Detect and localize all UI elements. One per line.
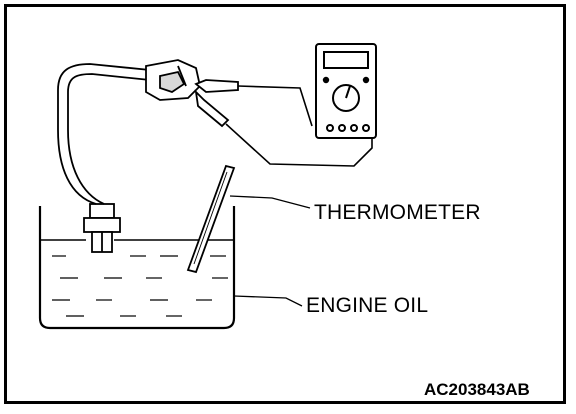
harness-connector (145, 59, 201, 101)
sensor-harness (57, 63, 151, 205)
thermometer-label: THERMOMETER (314, 201, 481, 224)
tester-probes (194, 79, 239, 128)
temperature-sensor (83, 203, 121, 253)
thermometer (186, 164, 236, 274)
leader-lines (229, 195, 311, 307)
multimeter (315, 43, 377, 139)
test-leads (225, 85, 373, 167)
figure-code: AC203843AB (424, 380, 530, 399)
engine-oil-label: ENGINE OIL (306, 294, 429, 317)
engine-oil-dashes (52, 255, 228, 317)
oil-container (38, 206, 236, 330)
